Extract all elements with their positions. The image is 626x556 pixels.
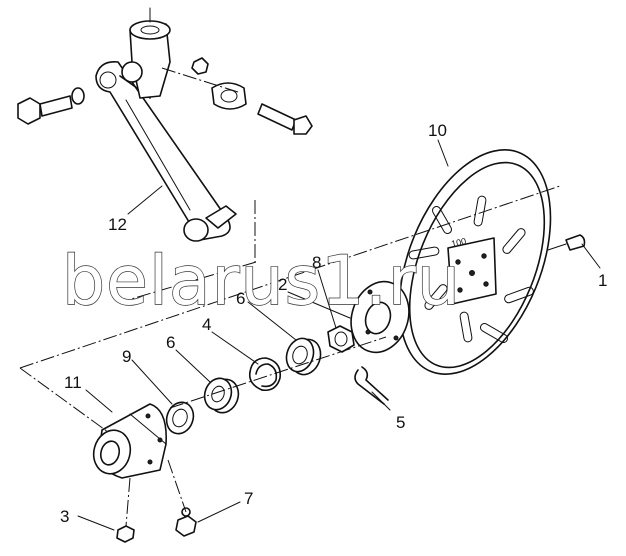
callout-7: 7	[244, 489, 253, 508]
callout-8: 8	[312, 253, 321, 272]
callout-6a: 6	[236, 289, 245, 308]
callout-4: 4	[202, 315, 211, 334]
assembly-guides	[19, 67, 561, 527]
callout-5: 5	[396, 413, 405, 432]
callouts: 10 1 2 8 6 4 6 9 11 5 3 7 12	[60, 121, 607, 526]
grease-nipple-part	[116, 525, 135, 543]
callout-11: 11	[64, 373, 82, 392]
callout-6b: 6	[166, 333, 175, 352]
watermark-text: belarus1.ru	[62, 242, 461, 321]
castle-nut-part	[327, 325, 355, 353]
leader-lines	[77, 139, 601, 531]
bolt-part	[547, 234, 586, 251]
arm-part	[95, 60, 237, 242]
bearing-outer-part	[285, 337, 322, 376]
clamp-part	[191, 57, 313, 135]
cotter-pin-part	[354, 366, 389, 405]
bracket-part	[121, 7, 171, 99]
callout-12: 12	[108, 215, 127, 234]
seal-part	[165, 401, 195, 435]
callout-10: 10	[428, 121, 447, 140]
retaining-ring-part	[248, 357, 282, 392]
disc-part: 100	[398, 149, 552, 375]
arm-bolt-part	[17, 87, 85, 125]
hub-part	[92, 403, 167, 479]
callout-1: 1	[598, 271, 607, 290]
grease-fitting-part	[175, 507, 197, 537]
disc-stamp: 100	[450, 236, 467, 249]
bearing-inner-part	[203, 377, 240, 414]
callout-3: 3	[60, 507, 69, 526]
flange-plate-part	[350, 280, 410, 354]
callout-2: 2	[278, 275, 287, 294]
callout-9: 9	[122, 347, 131, 366]
